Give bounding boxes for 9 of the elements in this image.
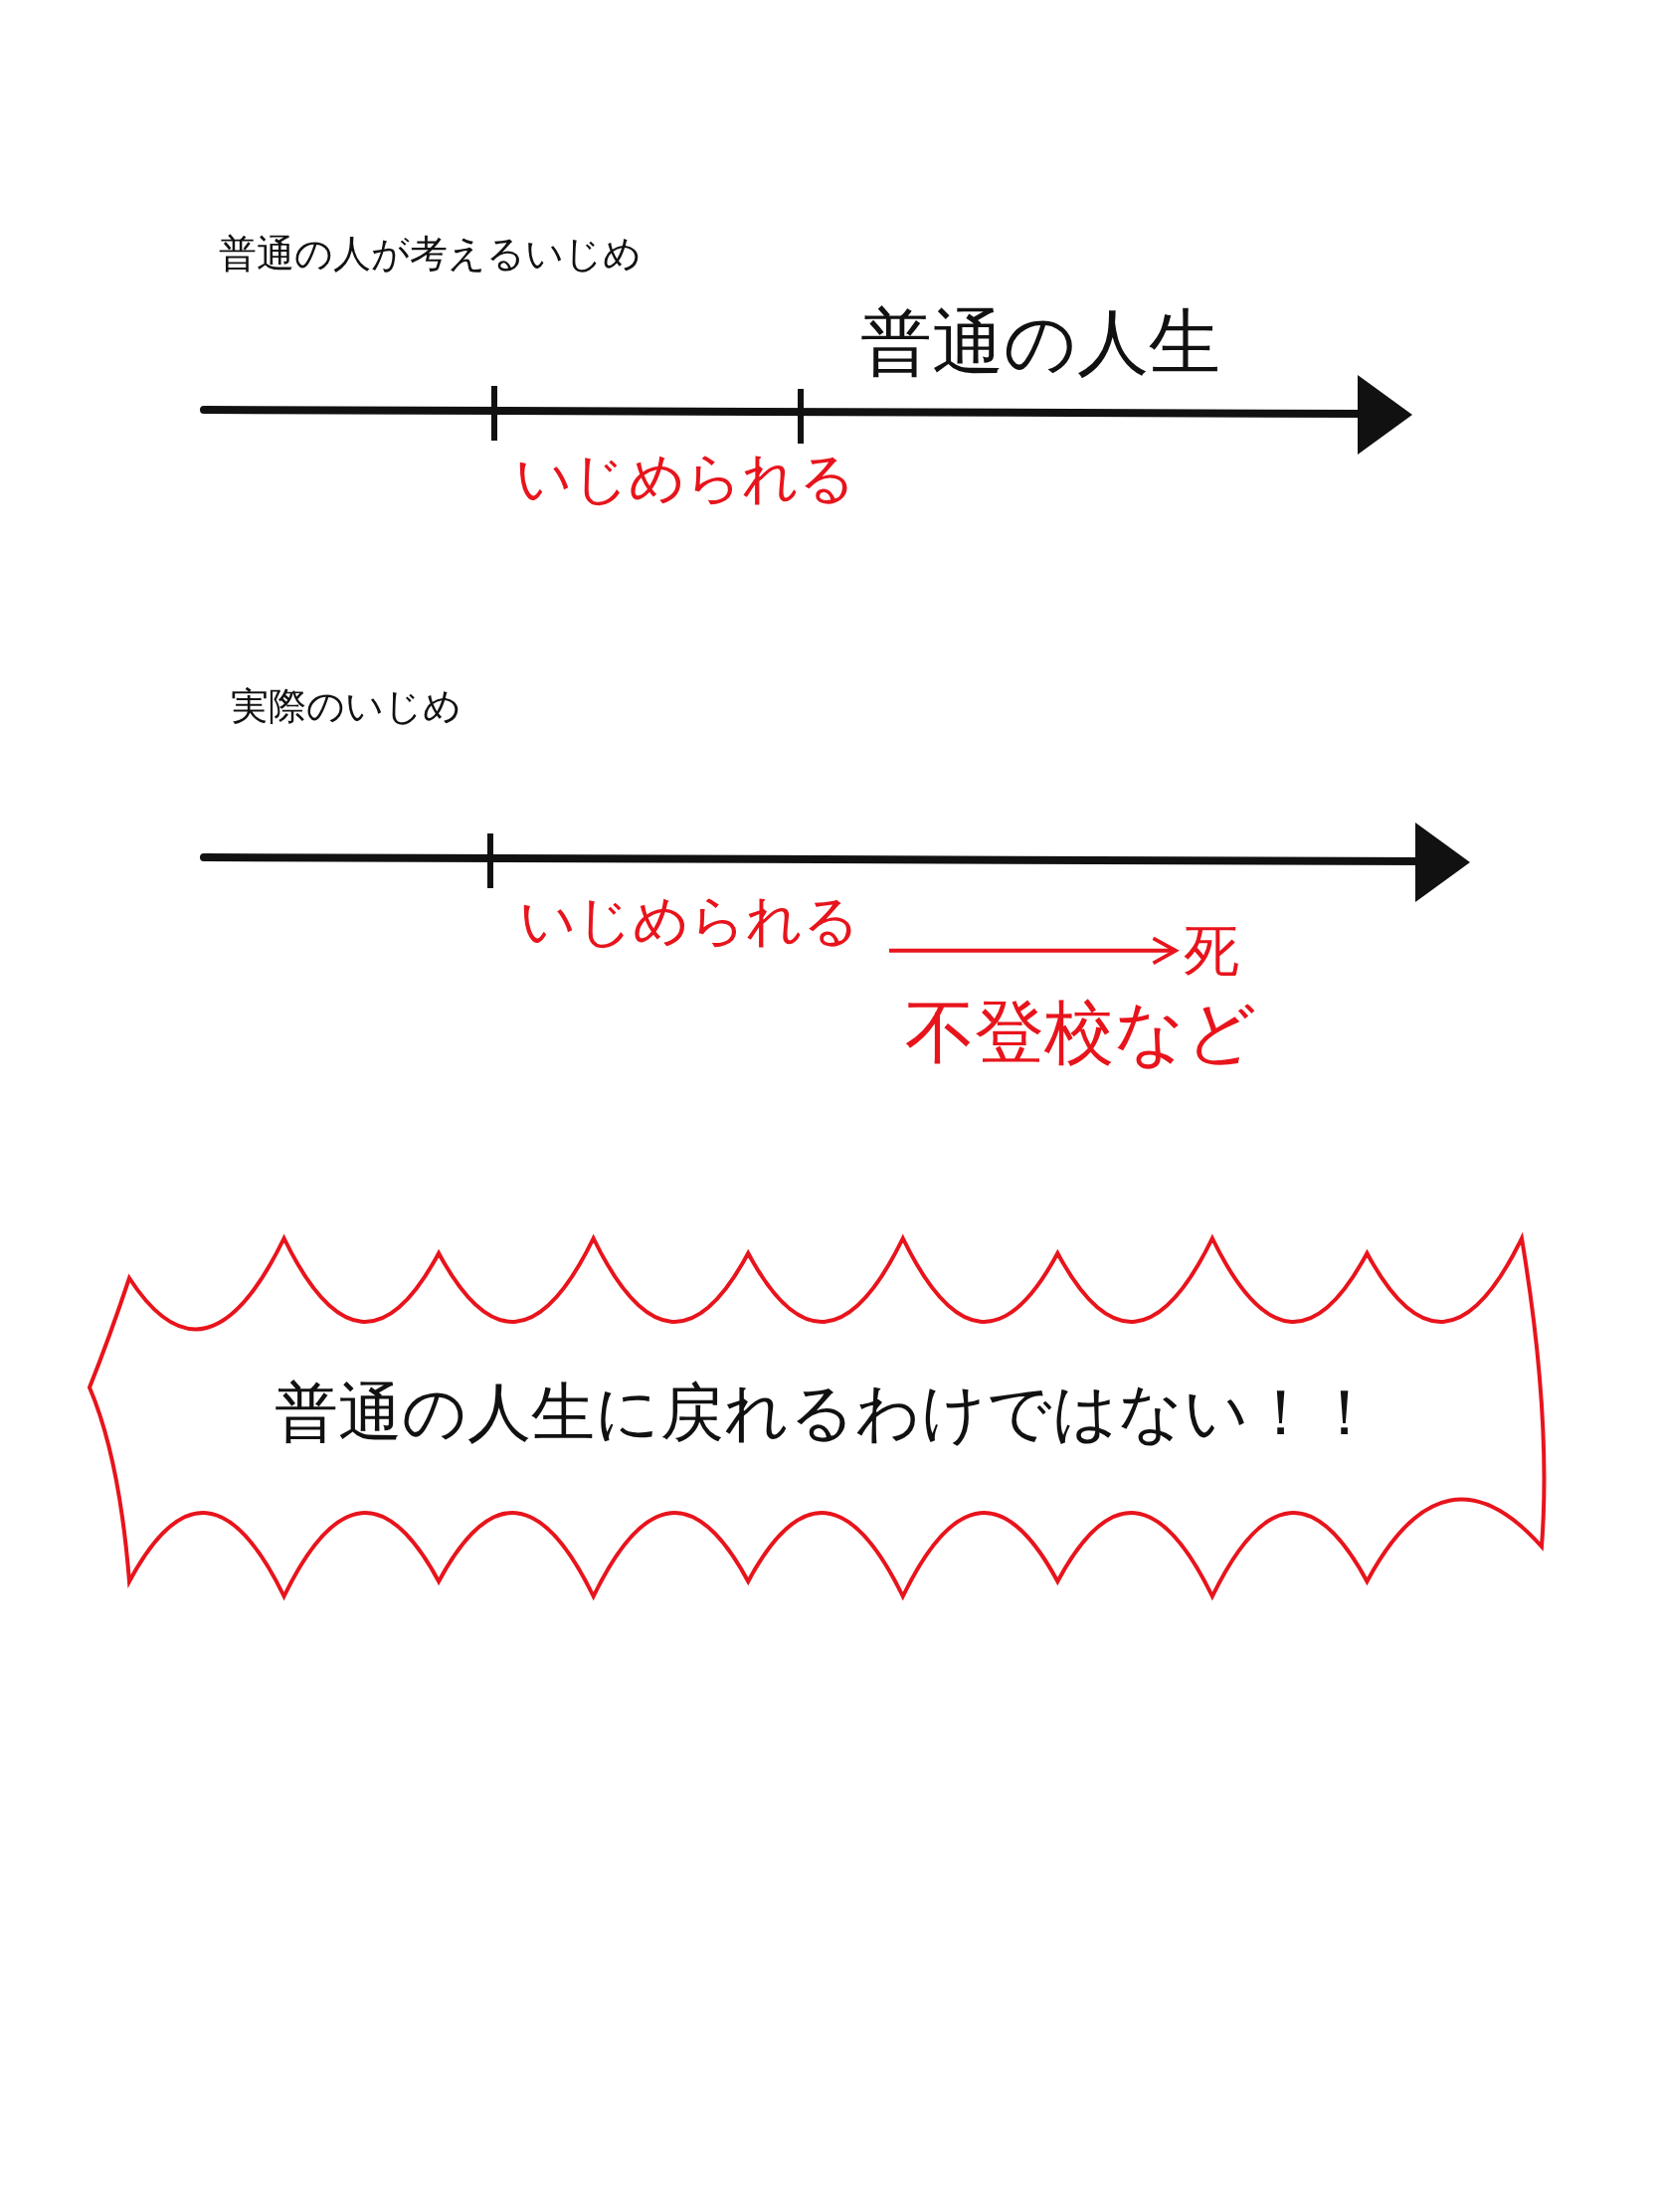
bubble-text: 普通の人生に戻れるわけではない！！ (274, 1378, 1378, 1448)
timeline-heading: 実際のいじめ (231, 686, 461, 728)
period-label: いじめられる (515, 448, 855, 509)
arrow (889, 936, 1178, 966)
outcome-label: 不登校など (905, 995, 1257, 1071)
period-label: 普通の人生 (860, 303, 1220, 383)
period-label: いじめられる (519, 890, 859, 952)
timeline-heading: 普通の人が考えるいじめ (219, 234, 642, 276)
outcome-label: 死 (1184, 920, 1239, 982)
